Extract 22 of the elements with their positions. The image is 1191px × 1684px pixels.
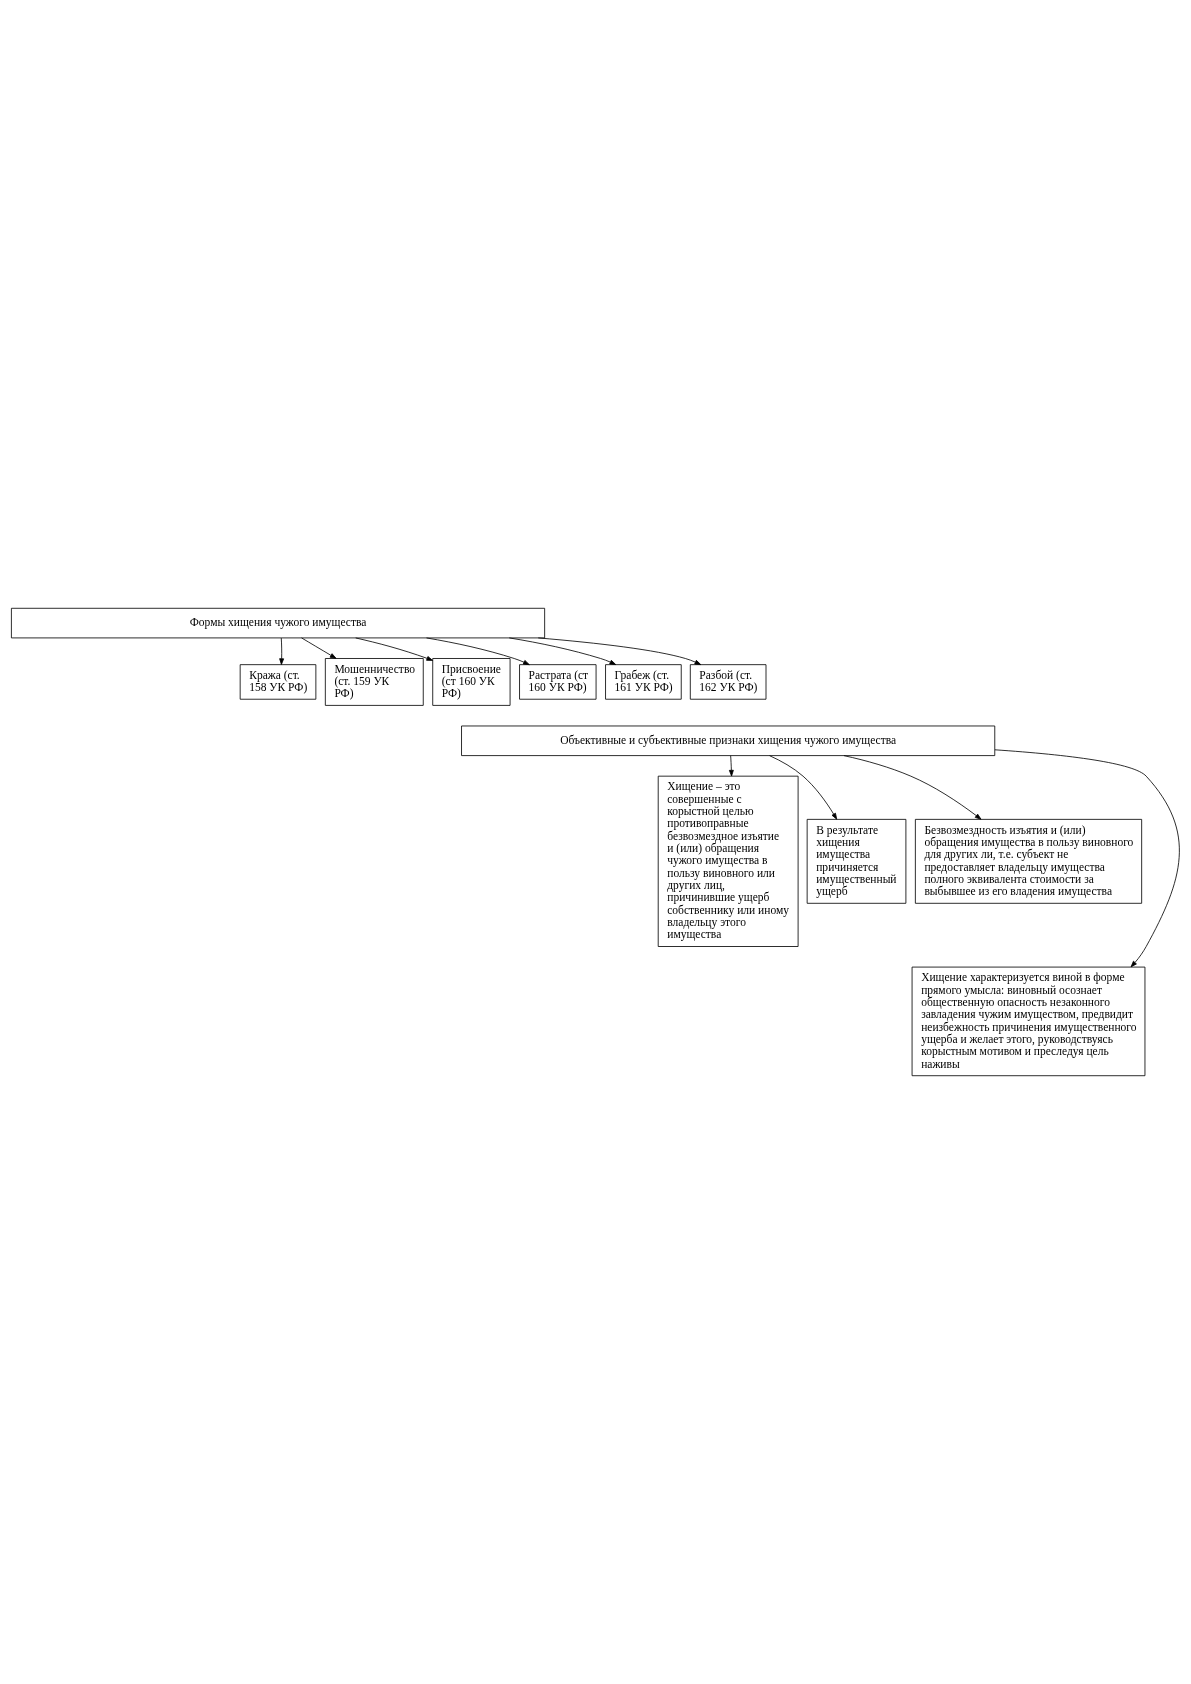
node-box: В результате хищения имущества причиняется имущественный ущерб — [806, 818, 907, 904]
node-box: Растрата (ст 160 УК РФ) — [519, 664, 597, 700]
arrow — [728, 755, 734, 777]
node-box: Хищение характеризуется виной в форме прямого умысла: виновный осознает общественную опасность незаконного завладения чужим имуществом, предвидит неизбежность причинения имущественного ущерба и желает этого, руководствуясь корыстным мотивом и преследуя цель наживы — [911, 966, 1146, 1077]
node-box: Безвозмездность изъятия и (или) обращения имущества в пользу виновного для других ли, т.е. субъект не предоставляет владельцу имущества полного эквивалента стоимости за выбывшее из его владения имущества — [914, 818, 1143, 904]
arrow — [279, 637, 285, 665]
node-box: Грабеж (ст. 161 УК РФ) — [605, 664, 682, 700]
arrow — [537, 637, 702, 665]
node-box: Присвоение (ст 160 УК РФ) — [432, 658, 511, 706]
node-box: Объективные и субъективные признаки хищения чужого имущества — [461, 725, 996, 756]
arrow — [994, 749, 1180, 968]
node-box: Формы хищения чужого имущества — [11, 607, 546, 639]
node-box: Разбой (ст. 162 УК РФ) — [689, 664, 767, 700]
node-box: Хищение – это совершенные с корыстной целью противоправные безвозмездное изъятие и (или) обращения чужого имущества в пользу виновного или других лиц, причинившие ущерб собственнику или иному владельцу этого имущества — [657, 775, 799, 947]
arrow — [301, 637, 337, 659]
node-box: Кража (ст. 158 УК РФ) — [239, 664, 317, 700]
arrow — [508, 637, 617, 665]
arrow — [843, 755, 982, 820]
arrow — [426, 637, 530, 666]
arrow — [769, 755, 838, 820]
node-box: Мошенничество (ст. 159 УК РФ) — [324, 658, 424, 706]
arrow — [355, 637, 434, 661]
